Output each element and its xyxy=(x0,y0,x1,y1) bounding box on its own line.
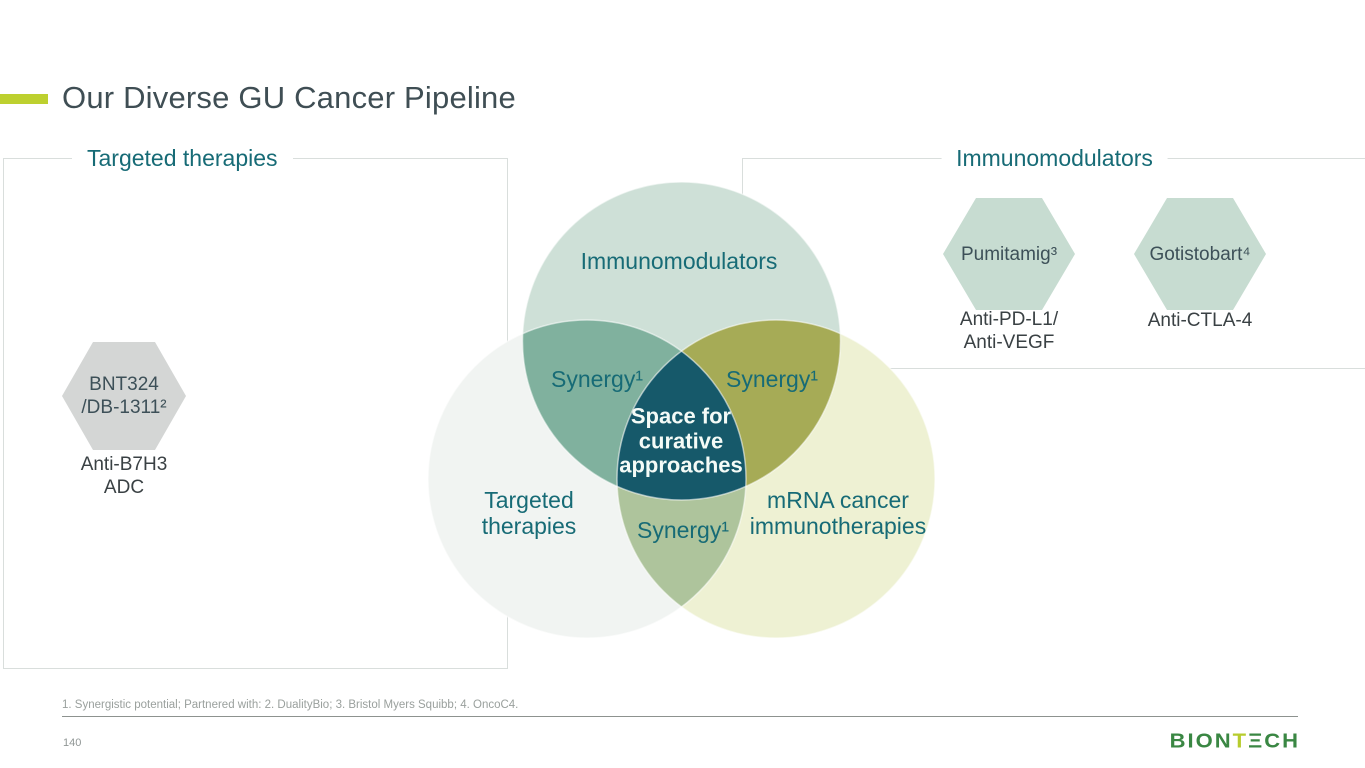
venn-center-line1: Space for xyxy=(630,403,732,429)
biontech-logo-text-green1: BION xyxy=(1169,729,1233,752)
page-title: Our Diverse GU Cancer Pipeline xyxy=(62,80,516,115)
venn-center-line3: approaches xyxy=(619,452,743,478)
pumitamig-target-line2: Anti-VEGF xyxy=(963,332,1055,353)
synergy-label-top-right: Synergy¹ xyxy=(725,366,819,392)
bnt324-name-line2: /DB-1311² xyxy=(81,397,167,418)
biontech-logo-text-green2: ΞCH xyxy=(1248,729,1300,752)
targeted-therapies-box-legend: Targeted therapies xyxy=(72,144,293,173)
pumitamig-target-label: Anti-PD-L1/ Anti-VEGF xyxy=(960,308,1058,354)
venn-center-label: Space for curative approaches xyxy=(619,404,743,478)
venn-left-label-line1: Targeted xyxy=(484,487,574,513)
venn-center-line2: curative xyxy=(638,427,724,453)
venn-left-label-line2: therapies xyxy=(481,513,577,539)
venn-center-region xyxy=(617,320,746,500)
venn-right-label-line2: immunotherapies xyxy=(749,513,927,539)
bnt324-hexagon-label: BNT324 /DB-1311² xyxy=(81,373,166,419)
venn-top-circle-label: Immunomodulators xyxy=(580,248,778,274)
immunomodulators-box-legend: Immunomodulators xyxy=(941,144,1168,173)
footer-divider xyxy=(62,716,1298,717)
synergy-label-bottom: Synergy¹ xyxy=(636,517,730,543)
bnt324-hexagon: BNT324 /DB-1311² xyxy=(62,342,186,450)
bnt324-target-line2: ADC xyxy=(103,477,145,498)
biontech-logo: BIONTΞCH xyxy=(1170,729,1300,753)
gotistobart-target-label: Anti-CTLA-4 xyxy=(1148,309,1253,332)
pumitamig-target-line1: Anti-PD-L1/ xyxy=(959,309,1059,330)
gotistobart-hexagon-label: Gotistobart⁴ xyxy=(1149,243,1251,265)
venn-right-label-line1: mRNA cancer xyxy=(767,487,909,513)
venn-left-circle-label: Targeted therapies xyxy=(482,487,577,539)
biontech-logo-text-lime: T xyxy=(1232,729,1249,752)
venn-right-circle-label: mRNA cancer immunotherapies xyxy=(750,487,926,539)
page-number: 140 xyxy=(63,737,82,749)
venn-circle-outlines xyxy=(427,181,936,639)
title-accent-bar xyxy=(0,94,48,104)
footnote: 1. Synergistic potential; Partnered with… xyxy=(62,699,519,711)
synergy-label-top-left: Synergy¹ xyxy=(550,366,644,392)
gotistobart-target-line1: Anti-CTLA-4 xyxy=(1147,310,1253,331)
pumitamig-hexagon-label: Pumitamig³ xyxy=(960,243,1058,265)
bnt324-name-line1: BNT324 xyxy=(89,374,159,395)
bnt324-target-line1: Anti-B7H3 xyxy=(80,454,168,475)
bnt324-target-label: Anti-B7H3 ADC xyxy=(81,453,168,499)
targeted-therapies-box: Targeted therapies xyxy=(3,144,508,669)
immunomodulators-box: Immunomodulators xyxy=(742,144,1365,369)
